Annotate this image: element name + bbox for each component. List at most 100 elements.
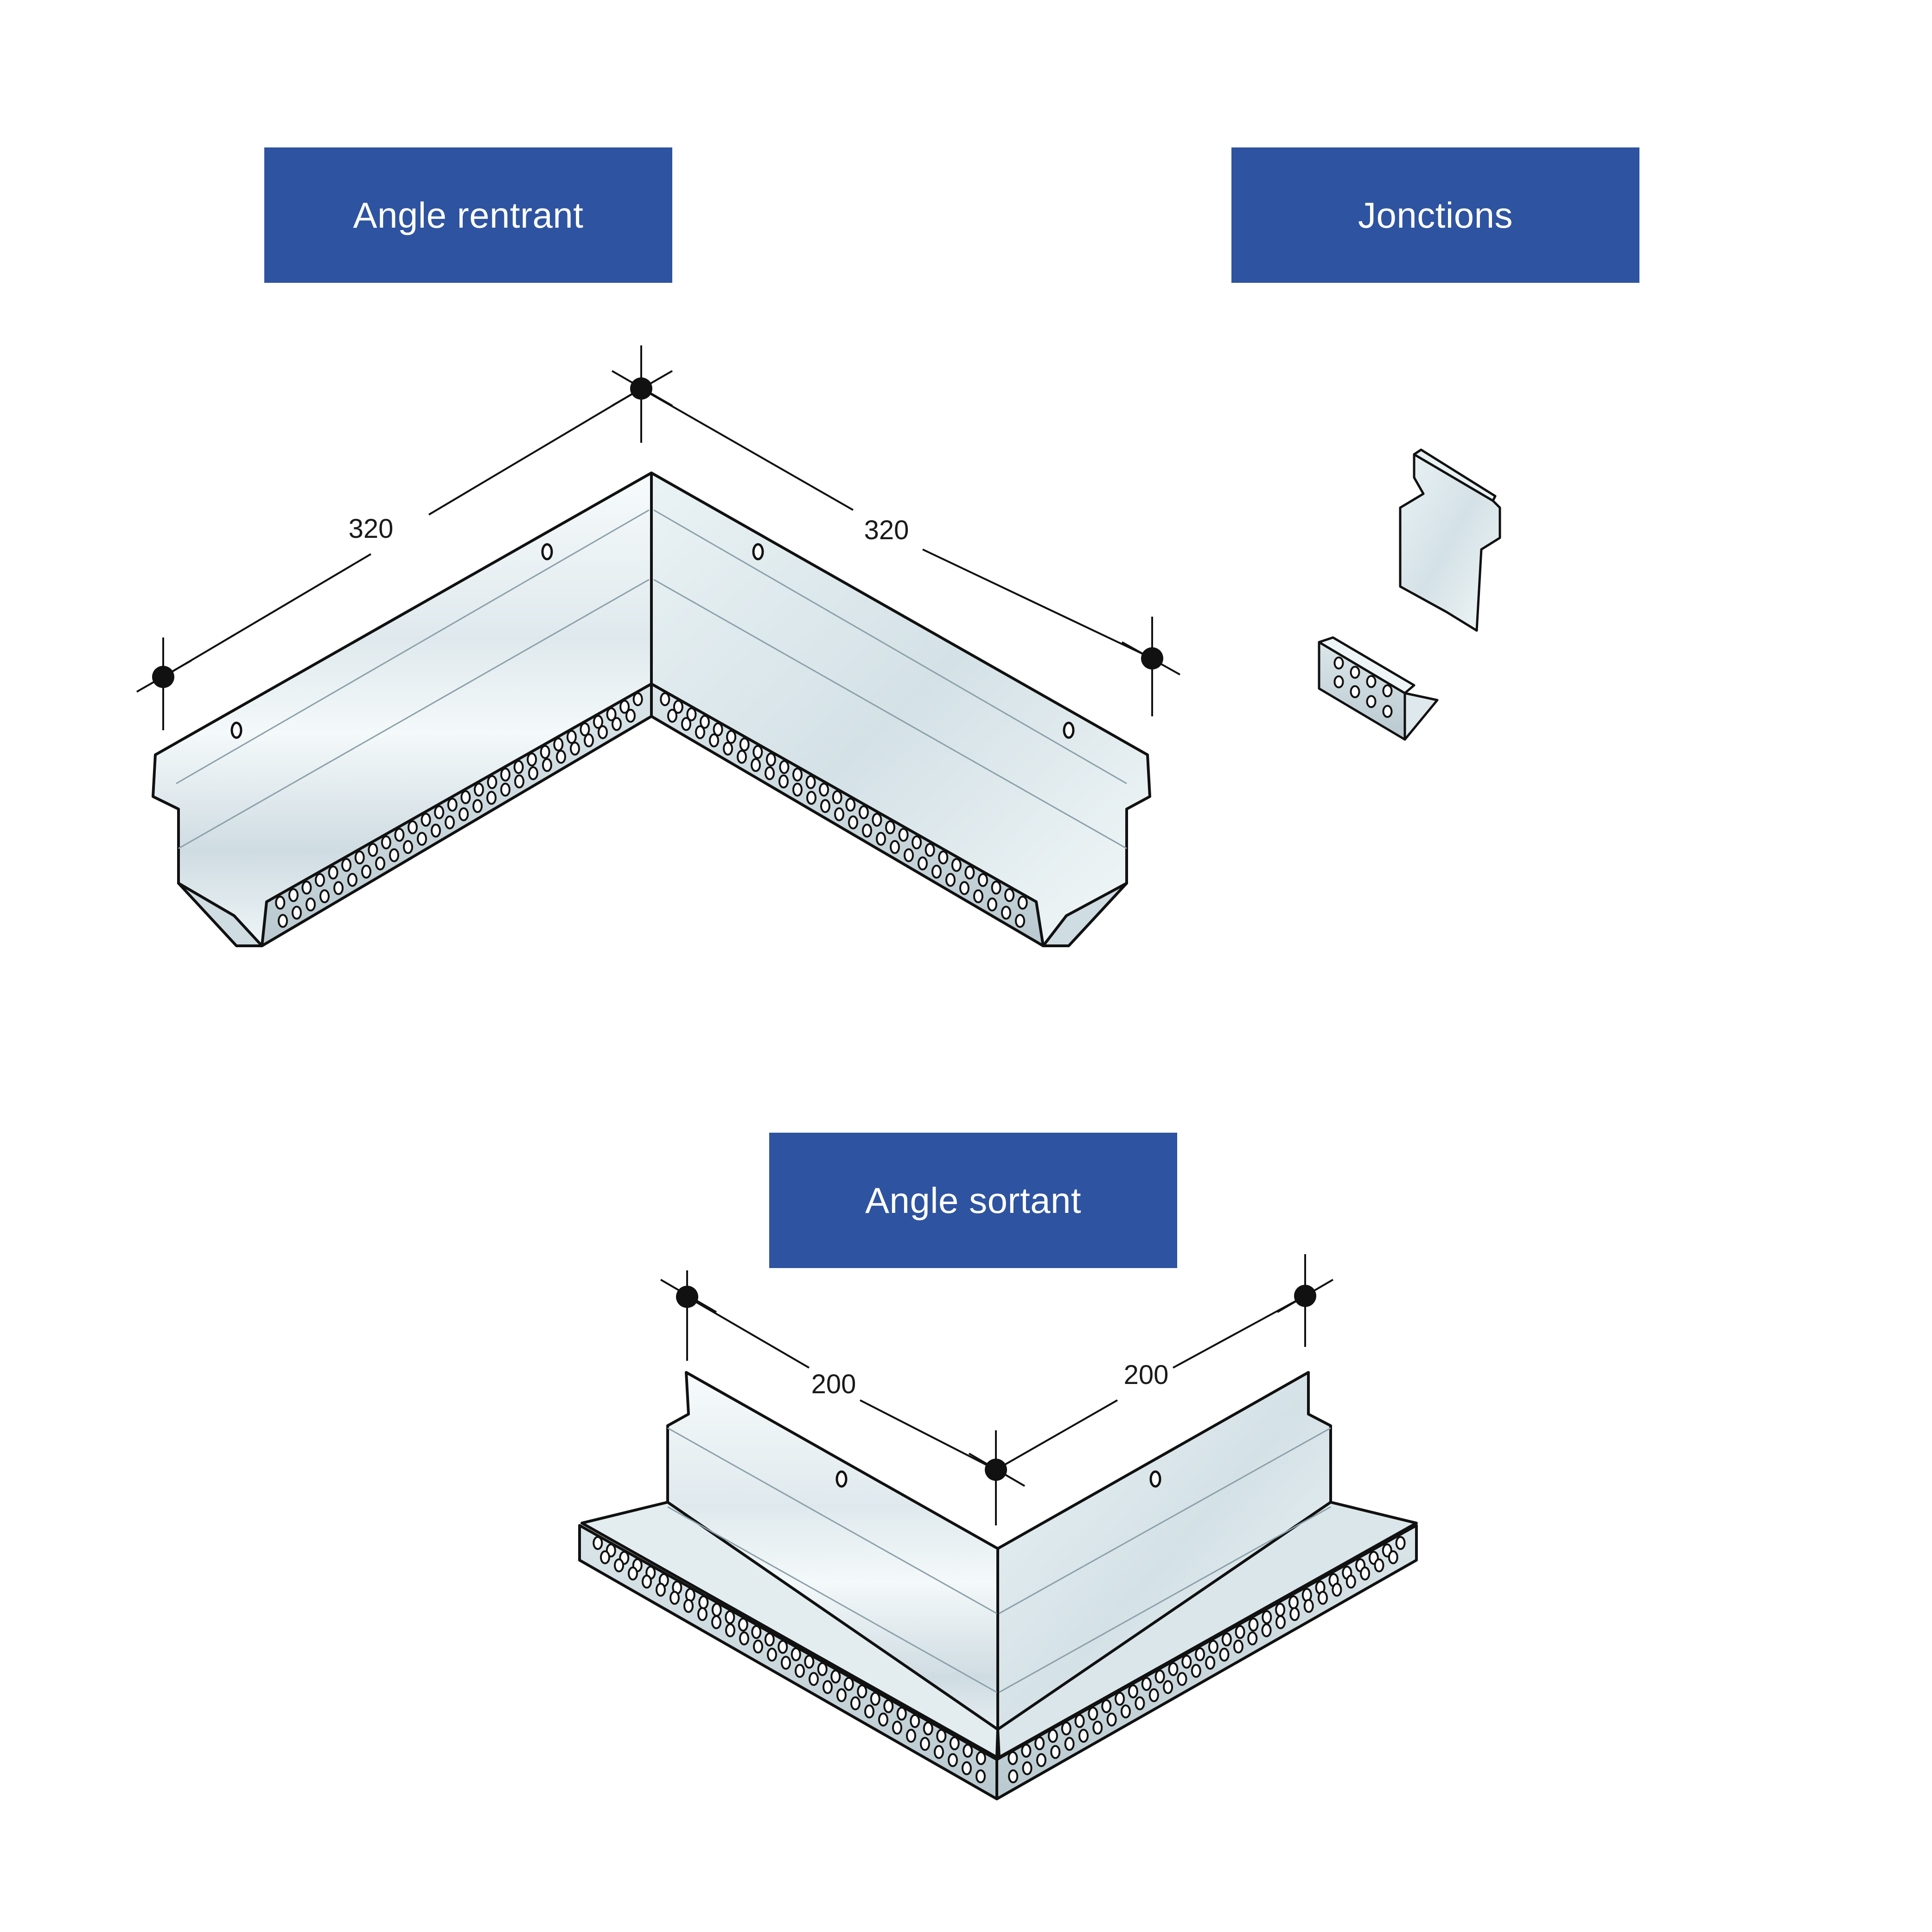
- perforation-hole: [1233, 1639, 1243, 1654]
- perforation-hole: [949, 1736, 960, 1750]
- perforation-hole: [959, 881, 969, 895]
- perforation-hole: [1303, 1599, 1314, 1613]
- perforation-hole: [1332, 1582, 1342, 1597]
- perforation-hole: [683, 1599, 694, 1613]
- perforation-hole: [781, 1656, 791, 1670]
- sortant-perforations: [593, 1536, 1406, 1784]
- perforation-hole: [1366, 695, 1377, 708]
- perforation-hole: [513, 760, 524, 774]
- perforation-hole: [431, 823, 441, 838]
- perforation-hole: [906, 1728, 916, 1743]
- perforation-hole: [593, 1536, 603, 1550]
- perforation-hole: [1382, 705, 1393, 718]
- perforation-hole: [685, 1588, 695, 1602]
- perforation-hole: [858, 805, 869, 819]
- perforation-hole: [948, 1753, 958, 1767]
- perforation-hole: [368, 843, 378, 857]
- perforation-hole: [417, 832, 427, 846]
- perforation-hole: [1219, 1647, 1230, 1662]
- rentrant-right-foot: [1042, 882, 1128, 947]
- perforation-hole: [765, 752, 776, 767]
- perforation-hole: [820, 799, 830, 813]
- perforation-hole: [487, 775, 497, 789]
- perforation-hole: [315, 873, 325, 887]
- sortant-left-dimension: 200: [811, 1369, 856, 1399]
- perforation-hole: [1345, 1575, 1356, 1589]
- perforation-hole: [778, 1640, 788, 1654]
- perforation-hole: [394, 828, 405, 842]
- perforation-hole: [514, 774, 524, 789]
- perforation-hole: [904, 848, 914, 862]
- perforation-hole: [778, 774, 789, 789]
- perforation-hole: [878, 1712, 888, 1727]
- perforation-hole: [1318, 1591, 1328, 1605]
- perforation-hole: [925, 843, 935, 857]
- perforation-hole: [978, 873, 988, 887]
- perforation-hole: [686, 707, 697, 721]
- perforation-hole: [1004, 888, 1015, 902]
- perforation-hole: [1247, 1631, 1258, 1645]
- perforation-hole: [804, 1655, 815, 1669]
- perforation-hole: [556, 750, 566, 764]
- perforation-hole: [823, 1680, 833, 1694]
- perforation-hole: [870, 1692, 880, 1706]
- perforation-hole: [403, 840, 413, 854]
- perforation-hole: [1061, 1722, 1071, 1735]
- perforation-hole: [584, 733, 594, 747]
- perforation-hole: [333, 881, 344, 895]
- perforation-hole: [791, 1647, 801, 1661]
- perforation-hole: [951, 858, 962, 872]
- perforation-hole: [843, 1677, 854, 1691]
- perforation-hole: [918, 856, 928, 871]
- sortant-right-dimension: 200: [1124, 1360, 1169, 1390]
- perforation-hole: [1195, 1647, 1205, 1661]
- perforation-hole: [667, 708, 677, 723]
- perforation-hole: [1007, 1751, 1018, 1765]
- perforation-hole: [642, 1575, 652, 1589]
- perforation-hole: [1388, 1550, 1398, 1564]
- rentrant-screw-holes: [230, 543, 1075, 739]
- perforation-hole: [936, 1729, 947, 1743]
- perforation-hole: [473, 783, 484, 797]
- perforation-hole: [931, 865, 942, 879]
- perforation-hole: [1092, 1721, 1103, 1735]
- perforation-hole: [752, 745, 763, 759]
- perforation-hole: [711, 1615, 721, 1629]
- perforation-hole: [434, 805, 445, 819]
- perforation-hole: [445, 815, 455, 829]
- perforation-hole: [1360, 1566, 1371, 1581]
- perforation-hole: [328, 865, 338, 880]
- perforation-hole: [361, 865, 371, 879]
- perforation-hole: [1288, 1595, 1299, 1609]
- perforation-hole: [1106, 1712, 1117, 1727]
- perforation-hole: [1275, 1615, 1286, 1629]
- perforation-hole: [500, 783, 510, 797]
- perforation-hole: [632, 692, 643, 707]
- perforation-hole: [910, 1714, 920, 1728]
- perforation-hole: [1374, 1558, 1384, 1573]
- perforation-hole: [711, 1603, 722, 1617]
- perforation-hole: [540, 745, 550, 759]
- perforation-hole: [1248, 1618, 1259, 1632]
- perforation-hole: [945, 873, 956, 887]
- perforation-hole: [857, 1684, 867, 1698]
- angle-sortant-label: Angle sortant: [769, 1133, 1177, 1268]
- perforation-hole: [898, 828, 909, 842]
- perforation-hole: [751, 1625, 762, 1639]
- perforation-hole: [1022, 1761, 1033, 1775]
- perforation-hole: [1177, 1672, 1187, 1686]
- perforation-hole: [753, 1639, 763, 1654]
- rentrant-dimension-dots: [152, 377, 1163, 688]
- perforation-hole: [1168, 1662, 1179, 1676]
- perforation-hole: [1017, 895, 1028, 910]
- perforation-hole: [408, 820, 418, 835]
- perforation-hole: [973, 889, 983, 904]
- perforation-hole: [614, 1558, 624, 1573]
- perforation-hole: [725, 1623, 735, 1638]
- perforation-hole: [1115, 1692, 1125, 1706]
- perforation-hole: [976, 1769, 986, 1784]
- perforation-hole: [670, 1591, 680, 1605]
- perforation-hole: [341, 858, 352, 872]
- perforation-hole: [527, 752, 537, 767]
